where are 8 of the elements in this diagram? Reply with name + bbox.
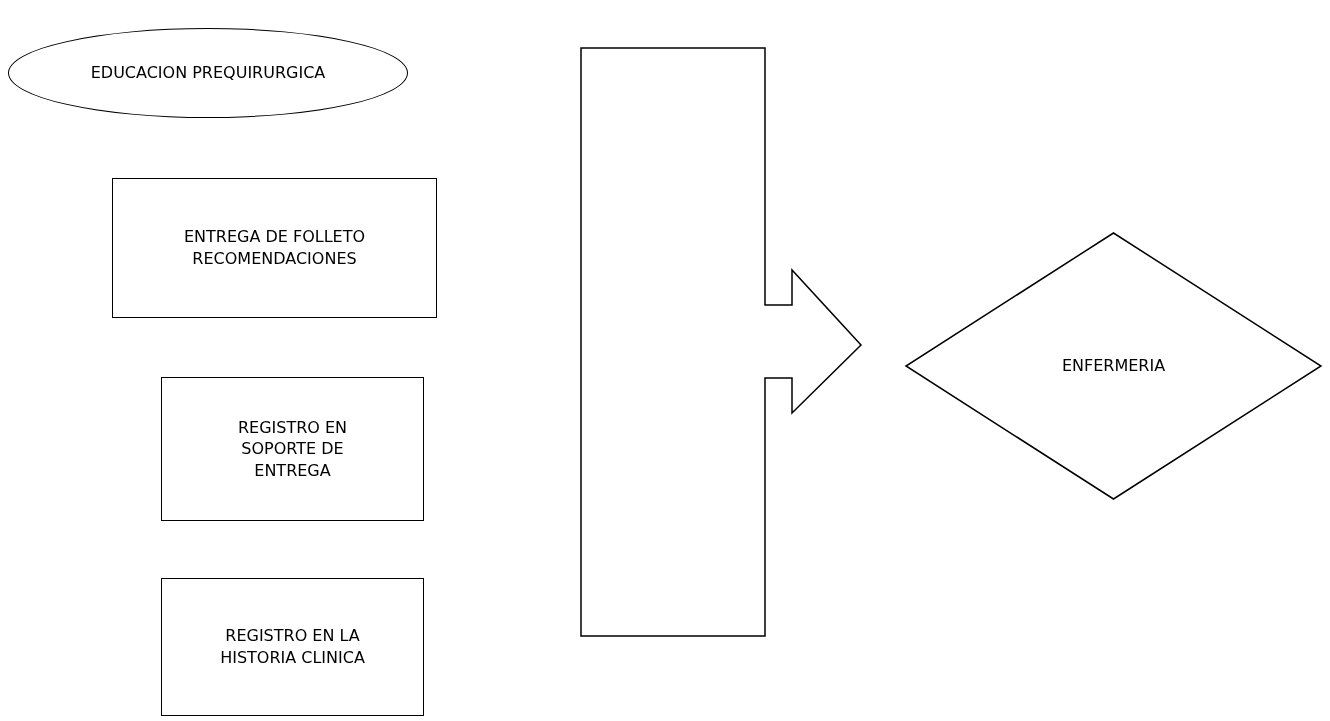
- node-label: EDUCACION PREQUIRURGICA: [90, 62, 326, 84]
- process-box: [161, 578, 424, 716]
- node-label: ENTREGA DE FOLLETO RECOMENDACIONES: [182, 226, 367, 270]
- node-label: REGISTRO EN LA HISTORIA CLINICA: [219, 625, 366, 669]
- node-label: REGISTRO EN SOPORTE DE ENTREGA: [236, 416, 349, 482]
- node-label: ENFERMERIA: [1061, 355, 1166, 377]
- process-box: [112, 178, 437, 318]
- process-box: [161, 377, 424, 521]
